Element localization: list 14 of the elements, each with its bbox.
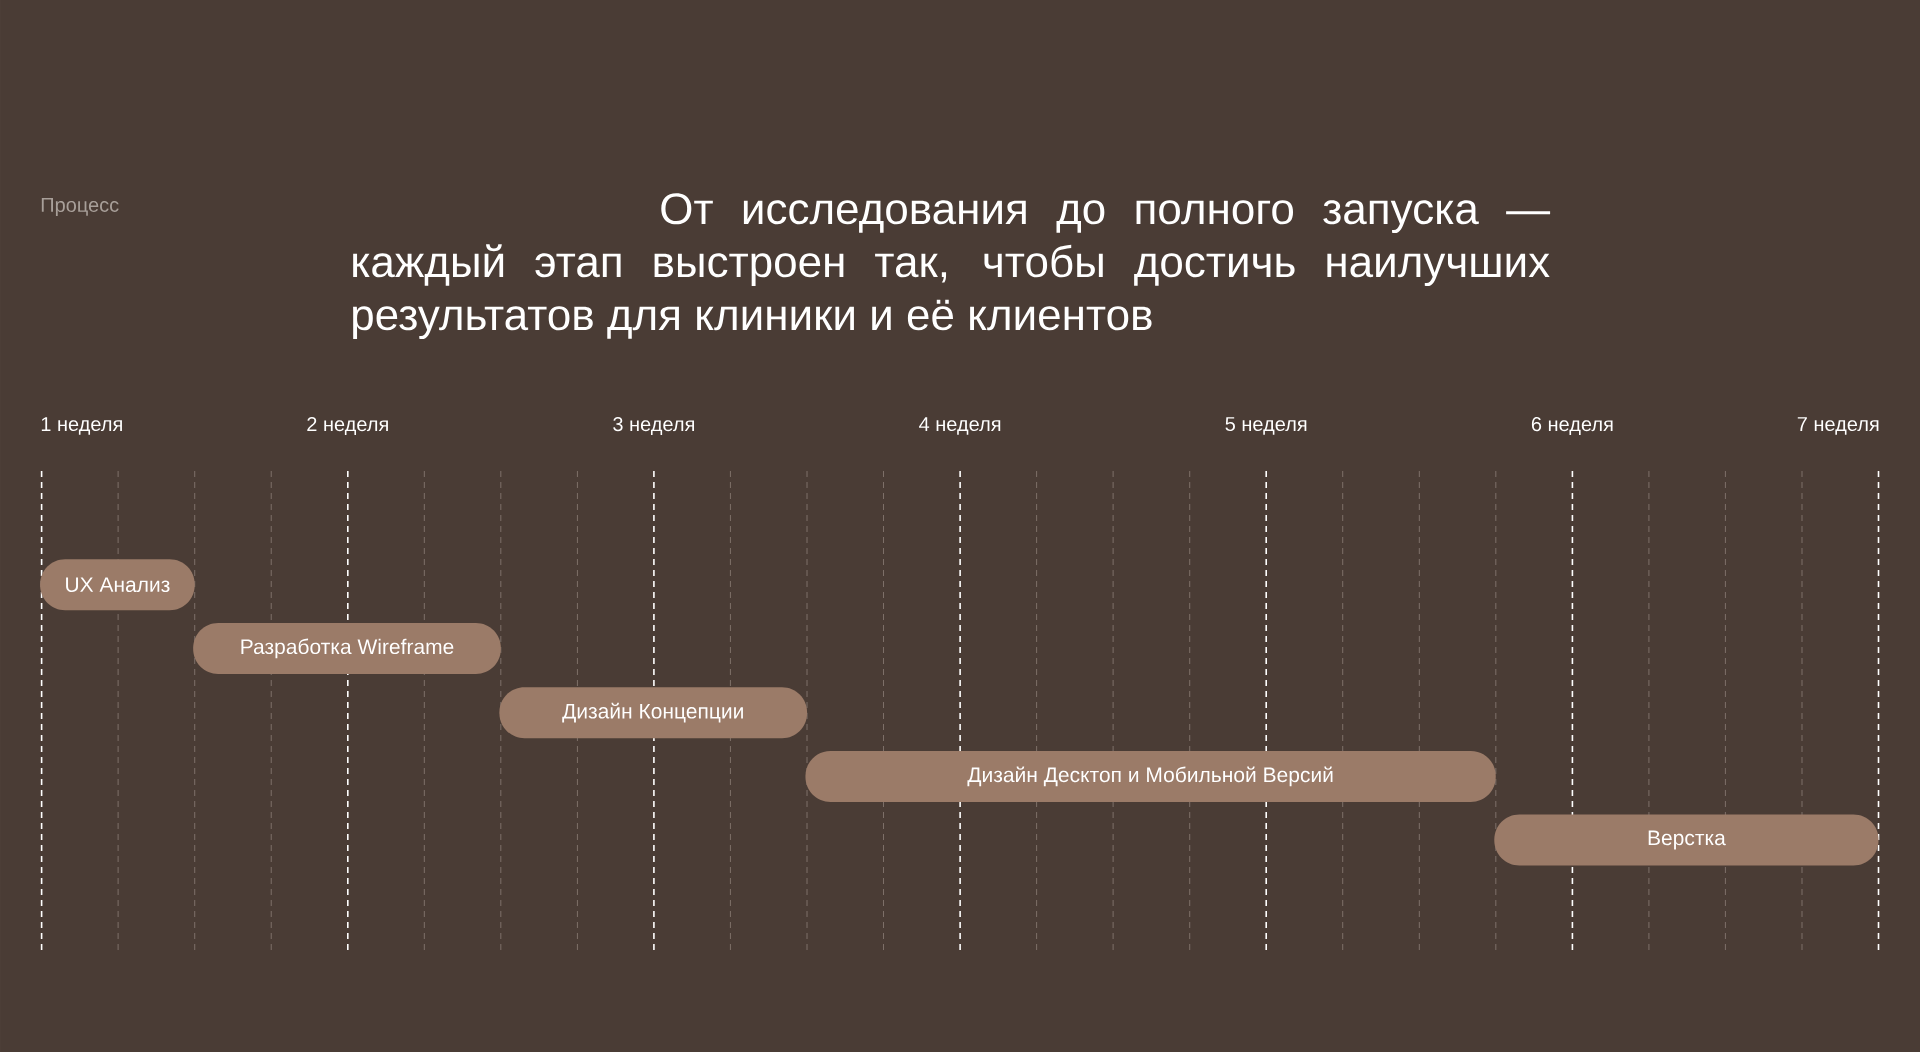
heading: От исследования до полного запуска — каждый этап выстроен так, чтобы достичь наилучших результатов для клиники и её клиентов: [353, 193, 1551, 340]
week-label: 3 неделя: [613, 417, 694, 435]
task-bar: Дизайн Концепции: [499, 687, 808, 739]
week-label: 4 неделя: [919, 417, 1001, 435]
task-bar: Разработка Wireframe: [193, 622, 501, 674]
week-label: 1 неделя: [41, 417, 122, 435]
task-bar: UX Анализ: [40, 559, 195, 611]
week-label: 7 неделя: [1797, 417, 1879, 435]
task-bar: Дизайн Десктоп и Мобильной Версий: [805, 750, 1496, 802]
week-label: 6 неделя: [1531, 417, 1613, 435]
week-label: 5 неделя: [1225, 417, 1307, 435]
section-label: Процесс: [41, 198, 119, 216]
week-label: 2 неделя: [307, 417, 388, 435]
task-bar: Верстка: [1494, 814, 1879, 866]
